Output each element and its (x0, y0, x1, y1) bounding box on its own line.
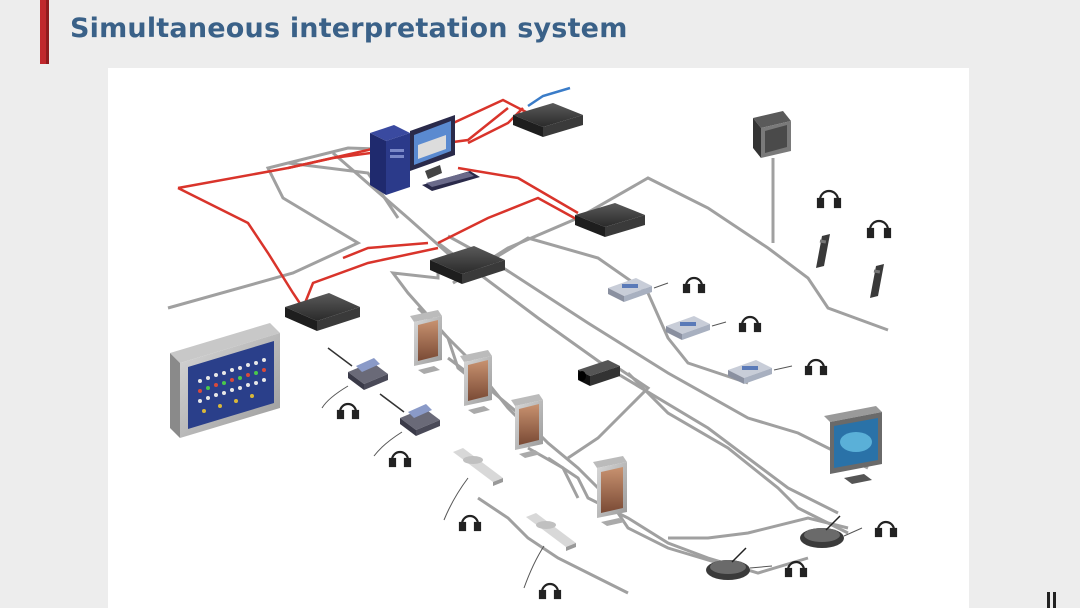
cable-gray (167, 146, 409, 310)
wireless-transmitter-icon (453, 448, 503, 486)
headphones-icon (738, 315, 762, 333)
headphones-icon (874, 520, 898, 538)
touchscreen-monitor-icon (410, 310, 442, 374)
video-camera-icon (578, 360, 620, 386)
touchscreen-monitor-icon (593, 456, 627, 526)
cable-gray (527, 446, 580, 499)
cable-gray (287, 161, 400, 219)
cable-gray (668, 516, 849, 540)
cable-red (467, 107, 524, 145)
control-unit-icon (430, 246, 505, 284)
headphones-icon (804, 358, 828, 376)
headphones-icon (816, 189, 842, 209)
synoptic-display-icon (170, 323, 280, 438)
interpreter-desk-icon (327, 347, 388, 390)
computer-workstation-icon (370, 115, 480, 195)
headphone-lead (749, 565, 773, 569)
control-unit-icon (575, 203, 645, 237)
system-diagram-svg (167, 86, 898, 600)
delegate-microphone-icon (608, 278, 652, 302)
infrared-receiver-icon (816, 234, 830, 268)
system-diagram (108, 68, 969, 608)
headphone-lead (653, 282, 669, 289)
headphones-icon (866, 219, 892, 239)
headphones-icon (458, 514, 482, 532)
touchscreen-monitor-icon (511, 394, 543, 458)
delegate-microphone-icon (728, 360, 772, 384)
cable-red (301, 246, 439, 309)
cable-red (457, 166, 579, 215)
control-unit-icon (513, 103, 583, 137)
headphone-lead (843, 527, 863, 537)
headphones-icon (784, 560, 808, 578)
headphones-icon (388, 450, 412, 468)
desktop-monitor-icon (824, 406, 882, 484)
cable-gray (389, 263, 484, 390)
delegate-microphone-icon (706, 547, 750, 580)
cable-red (437, 196, 579, 245)
headphone-lead (523, 545, 545, 589)
page-title: Simultaneous interpretation system (70, 13, 628, 44)
delegate-microphone-icon (800, 515, 844, 548)
cable-red (342, 241, 429, 260)
cable-gray (626, 371, 849, 535)
wall-screen-icon (753, 111, 791, 158)
cable-blue-uplink (527, 86, 571, 108)
headphones-icon (336, 402, 360, 420)
headphone-lead (443, 477, 469, 521)
headphone-lead (773, 365, 793, 371)
headphone-lead (711, 321, 727, 327)
control-unit-icon (285, 293, 360, 331)
cable-gray (447, 356, 719, 565)
headphones-icon (682, 276, 706, 294)
title-accent-bar (40, 0, 49, 64)
headphone-lead (321, 385, 349, 409)
wireless-transmitter-icon (526, 513, 576, 551)
delegate-microphone-icon (666, 316, 710, 340)
infrared-receiver-icon (870, 264, 884, 298)
cable-red (177, 186, 305, 309)
pause-icon[interactable] (1045, 588, 1059, 608)
interpreter-desk-icon (379, 393, 440, 436)
cable-gray (447, 234, 869, 470)
headphone-lead (373, 431, 403, 457)
cable-gray (437, 241, 839, 515)
touchscreen-monitor-icon (460, 350, 492, 414)
headphones-icon (538, 582, 562, 600)
